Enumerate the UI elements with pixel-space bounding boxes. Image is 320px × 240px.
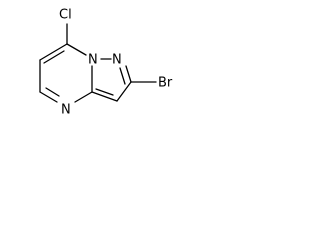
atom-label-bridgehead-nitrogen: N <box>88 53 98 68</box>
bond-c3-c3a-double <box>95 88 114 96</box>
bond-c3-c3a <box>91 91 118 102</box>
bond-c7-c6 <box>39 43 68 61</box>
bond-c5-n4-double <box>45 87 60 97</box>
bond-c5-n4 <box>39 91 58 103</box>
bond-c7-c6-double <box>43 50 65 64</box>
atom-label-pyrazole-nitrogen: N <box>112 53 122 68</box>
bond-n2-c2-double <box>119 67 126 85</box>
chemical-structure-diagram: Cl Br N N N <box>39 8 173 118</box>
bond-n2-c2 <box>125 65 132 83</box>
bond-c2-c3 <box>116 81 132 102</box>
bond-n1-c7 <box>66 43 87 56</box>
bond-n4-c3a <box>74 91 93 103</box>
atom-label-bromine: Br <box>158 76 173 91</box>
atom-label-chlorine: Cl <box>59 8 72 23</box>
atom-label-pyrimidine-nitrogen: N <box>61 103 71 118</box>
